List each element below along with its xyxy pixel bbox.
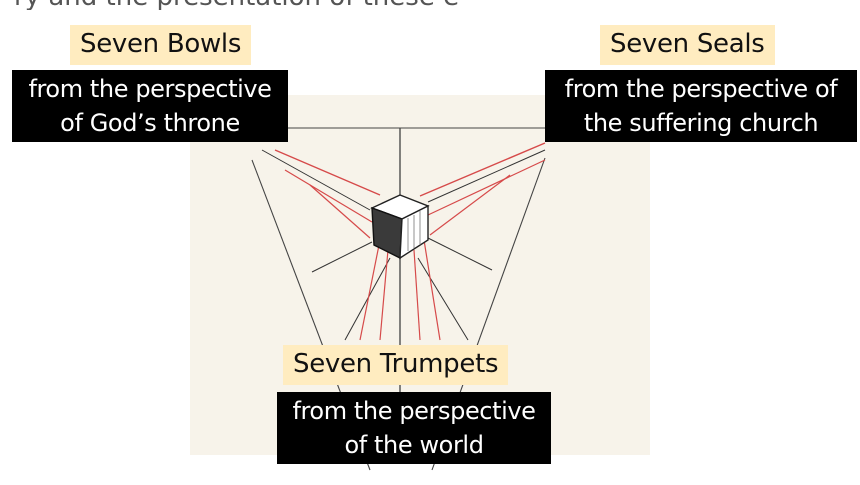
seven-trumpets-caption: from the perspective of the world [277,392,551,464]
construction-line [427,237,493,271]
construction-line [417,257,469,341]
red-line [379,249,389,341]
seven-trumpets-title: Seven Trumpets [283,345,509,385]
red-line [413,249,421,341]
cube-hatching [407,211,421,251]
seven-bowls-caption: from the perspective of God’s throne [12,70,288,142]
red-line [274,149,381,196]
seven-seals-caption: from the perspective of the suffering ch… [545,70,857,142]
seven-bowls-caption-line1: from the perspective [28,75,272,103]
construction-line [311,241,373,273]
seven-bowls-title: Seven Bowls [70,25,252,65]
red-line [359,239,381,341]
red-line [419,142,546,197]
construction-line [261,149,371,211]
seven-seals-caption-line1: from the perspective of [564,75,838,103]
seven-bowls-caption-line2: of God’s throne [60,109,240,137]
seven-seals-title: Seven Seals [600,25,775,65]
cropped-top-text: ry and the presentation of these events [0,0,460,10]
cropped-top-text-label: ry and the presentation of these events [14,0,460,10]
construction-line [344,257,391,341]
red-line [309,184,371,239]
seven-seals-caption-line2: the suffering church [583,109,819,137]
red-line [284,169,373,223]
red-line [429,174,511,236]
red-line [427,159,546,216]
construction-line [427,149,546,203]
seven-trumpets-caption-line2: of the world [344,431,484,459]
red-line [423,239,441,341]
seven-trumpets-caption-line1: from the perspective [292,397,536,425]
